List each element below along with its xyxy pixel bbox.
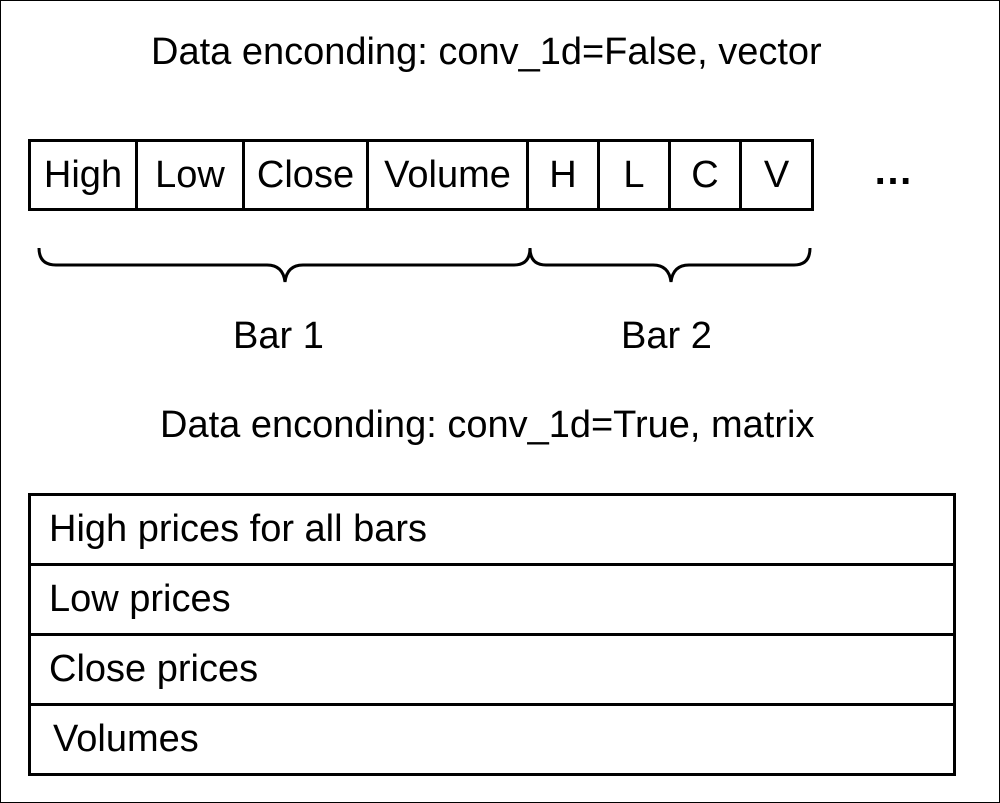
bar-1-brace xyxy=(37,247,532,283)
bar-1-label: Bar 1 xyxy=(233,315,324,357)
vector-cell-h: H xyxy=(526,139,600,211)
matrix-row-close: Close prices xyxy=(28,633,956,706)
bar-2-brace xyxy=(528,247,812,283)
matrix-encoding-title: Data enconding: conv_1d=True, matrix xyxy=(160,404,815,446)
vector-cell-high: High xyxy=(28,139,138,211)
vector-encoding-title: Data enconding: conv_1d=False, vector xyxy=(151,31,822,73)
vector-cell-v: V xyxy=(739,139,814,211)
bar-2-label: Bar 2 xyxy=(621,315,712,357)
matrix-encoding-table: High prices for all bars Low prices Clos… xyxy=(28,493,956,776)
matrix-row-high: High prices for all bars xyxy=(28,493,956,566)
vector-cell-low: Low xyxy=(135,139,245,211)
matrix-row-low: Low prices xyxy=(28,563,956,636)
vector-encoding-row: High Low Close Volume H L C V xyxy=(28,139,814,211)
vector-cell-close: Close xyxy=(242,139,369,211)
matrix-row-volumes: Volumes xyxy=(28,703,956,776)
continuation-ellipsis: … xyxy=(873,149,915,193)
